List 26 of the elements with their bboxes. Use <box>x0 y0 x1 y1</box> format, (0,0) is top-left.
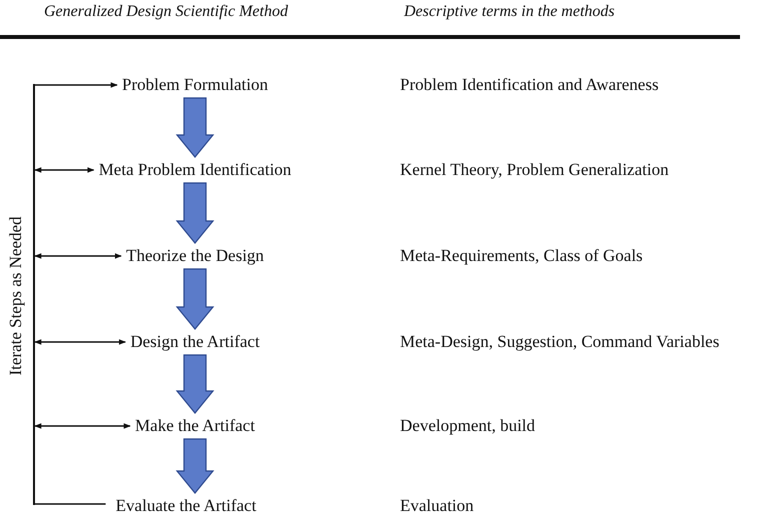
arrow <box>34 339 126 345</box>
descriptive-term: Kernel Theory, Problem Generalization <box>400 160 669 180</box>
descriptive-term: Meta-Design, Suggestion, Command Variables <box>400 332 720 352</box>
step-label: Make the Artifact <box>135 416 255 436</box>
block-arrow <box>176 354 214 414</box>
column-header: Generalized Design Scientific Method <box>44 3 288 21</box>
arrow <box>34 423 131 429</box>
descriptive-term: Meta-Requirements, Class of Goals <box>400 246 643 266</box>
descriptive-term: Problem Identification and Awareness <box>400 75 659 95</box>
block-arrow <box>176 268 214 330</box>
arrow <box>34 167 94 173</box>
step-label: Evaluate the Artifact <box>116 496 256 516</box>
block-arrow <box>176 97 214 158</box>
block-arrow <box>176 182 214 244</box>
arrow <box>35 82 118 88</box>
step-label: Meta Problem Identification <box>98 160 292 180</box>
block-arrow <box>176 438 214 494</box>
arrow <box>34 253 122 259</box>
descriptive-term: Development, build <box>400 416 536 436</box>
side-label: Iterate Steps as Needed <box>6 216 26 376</box>
bracket-line <box>33 84 35 505</box>
step-label: Problem Formulation <box>122 75 268 95</box>
descriptive-term: Evaluation <box>400 496 474 516</box>
step-label: Theorize the Design <box>126 246 264 266</box>
column-header: Descriptive terms in the methods <box>404 3 615 21</box>
step-label: Design the Artifact <box>130 332 260 352</box>
